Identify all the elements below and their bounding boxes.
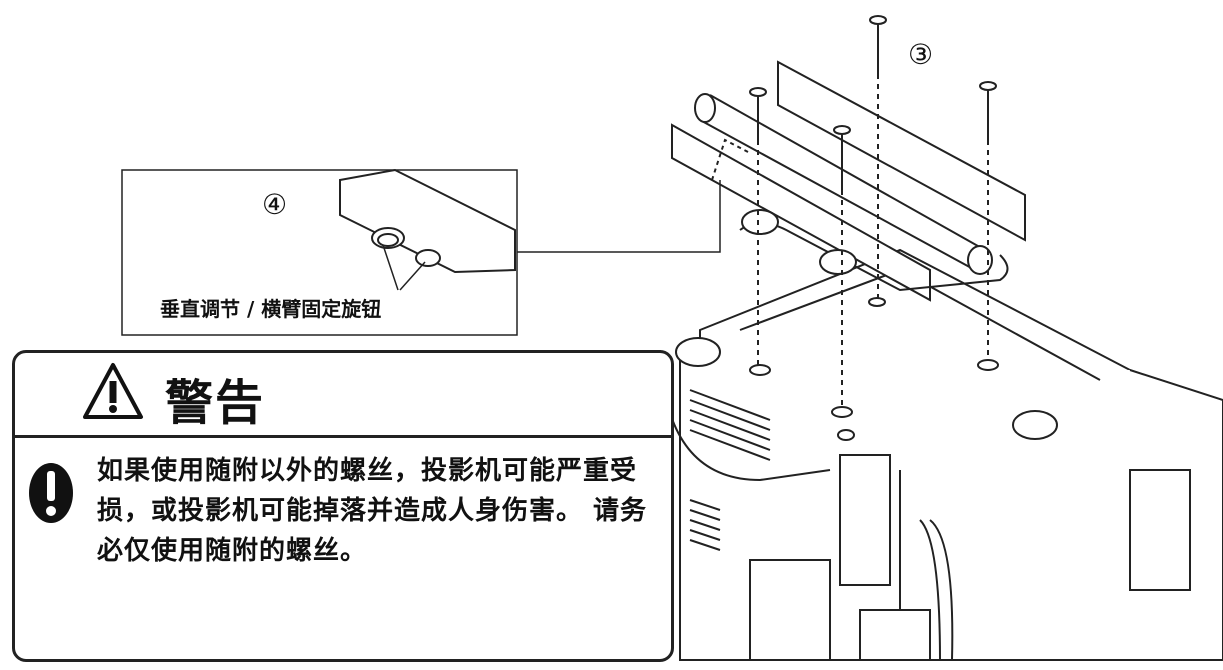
screw-3 bbox=[833, 125, 851, 408]
mount-knob-1 bbox=[741, 209, 779, 235]
exclamation-icon bbox=[29, 463, 73, 523]
block-1 bbox=[839, 454, 891, 586]
pad-5 bbox=[837, 429, 855, 441]
callout-leader bbox=[517, 180, 721, 253]
warning-header: 警告 bbox=[15, 353, 671, 438]
block-3 bbox=[1129, 469, 1191, 591]
tube-end-right bbox=[967, 245, 993, 275]
screw-4 bbox=[979, 81, 997, 360]
step-3-label: ③ bbox=[908, 38, 934, 71]
block-4 bbox=[859, 609, 931, 661]
detail-pointer-2 bbox=[399, 261, 426, 291]
right-knob bbox=[1012, 410, 1058, 440]
detail-knob-1-inner bbox=[377, 233, 399, 247]
detail-knob-2 bbox=[415, 249, 441, 267]
block-2 bbox=[749, 559, 831, 661]
warning-message: 如果使用随附以外的螺丝，投影机可能严重受损，或投影机可能掉落并造成人身伤害。 请… bbox=[97, 456, 648, 566]
mount-knob-2 bbox=[819, 249, 857, 275]
mount-bracket-front bbox=[671, 123, 931, 302]
pad-2 bbox=[831, 406, 853, 418]
detail-pointer-1 bbox=[382, 244, 399, 291]
mount-arm-tube bbox=[709, 94, 986, 251]
vent-grille bbox=[689, 389, 771, 551]
warning-title: 警告 bbox=[165, 375, 266, 431]
cable bbox=[919, 519, 941, 661]
detail-arm bbox=[339, 168, 516, 274]
cable-2 bbox=[929, 519, 954, 661]
step-4-label: ④ bbox=[262, 188, 288, 221]
screw-2 bbox=[869, 15, 887, 298]
pad-1 bbox=[749, 364, 771, 376]
pad-3 bbox=[977, 359, 999, 371]
left-knob bbox=[675, 337, 721, 367]
warning-triangle-icon bbox=[83, 363, 143, 419]
mount-bracket-back bbox=[777, 60, 1026, 242]
warning-box: 警告 如果使用随附以外的螺丝，投影机可能严重受损，或投影机可能掉落并造成人身伤害… bbox=[12, 350, 674, 662]
mount-arm-tube-2 bbox=[699, 119, 976, 271]
knob-callout-label: 垂直调节 / 横臂固定旋钮 bbox=[160, 297, 382, 321]
pad-4 bbox=[868, 297, 886, 307]
tube-end-left bbox=[694, 93, 716, 123]
screw-1 bbox=[749, 87, 767, 365]
dotted-hint bbox=[711, 138, 749, 181]
